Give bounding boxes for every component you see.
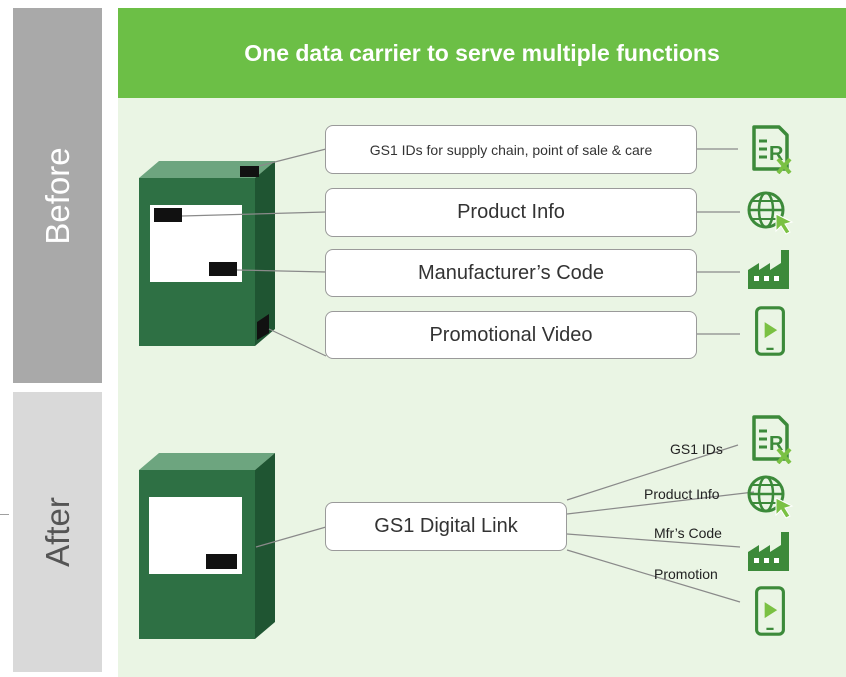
prescription-icon: R: [752, 415, 792, 464]
after-package: [139, 453, 275, 639]
before-connectors: [181, 148, 740, 357]
after-connectors: [255, 444, 755, 603]
factory-icon: [748, 532, 789, 571]
after-label-product-info: Product Info: [644, 486, 720, 502]
before-box-gs1-ids: GS1 IDs for supply chain, point of sale …: [325, 125, 697, 174]
factory-icon: [748, 250, 789, 289]
after-label-mfr-code: Mfr’s Code: [654, 525, 722, 541]
globe-cursor-icon: [747, 475, 794, 519]
slide-edge-tick: [0, 514, 9, 515]
banner-title: One data carrier to serve multiple funct…: [244, 39, 720, 66]
globe-cursor-icon: [747, 191, 794, 235]
prescription-icon: R: [752, 125, 792, 174]
after-label-gs1-ids: GS1 IDs: [670, 441, 723, 457]
phone-play-icon: [755, 306, 785, 356]
before-section-tab: Before: [13, 8, 102, 383]
after-label-promotion: Promotion: [654, 566, 718, 582]
before-box-promotional-video: Promotional Video: [325, 311, 697, 359]
phone-play-icon: [755, 586, 785, 636]
after-section-tab: After: [13, 392, 102, 672]
before-box-product-info: Product Info: [325, 188, 697, 237]
before-box-manufacturer-code: Manufacturer’s Code: [325, 249, 697, 297]
title-banner: One data carrier to serve multiple funct…: [118, 8, 846, 98]
after-hub-box: GS1 Digital Link: [325, 502, 567, 551]
before-package: [139, 161, 275, 346]
